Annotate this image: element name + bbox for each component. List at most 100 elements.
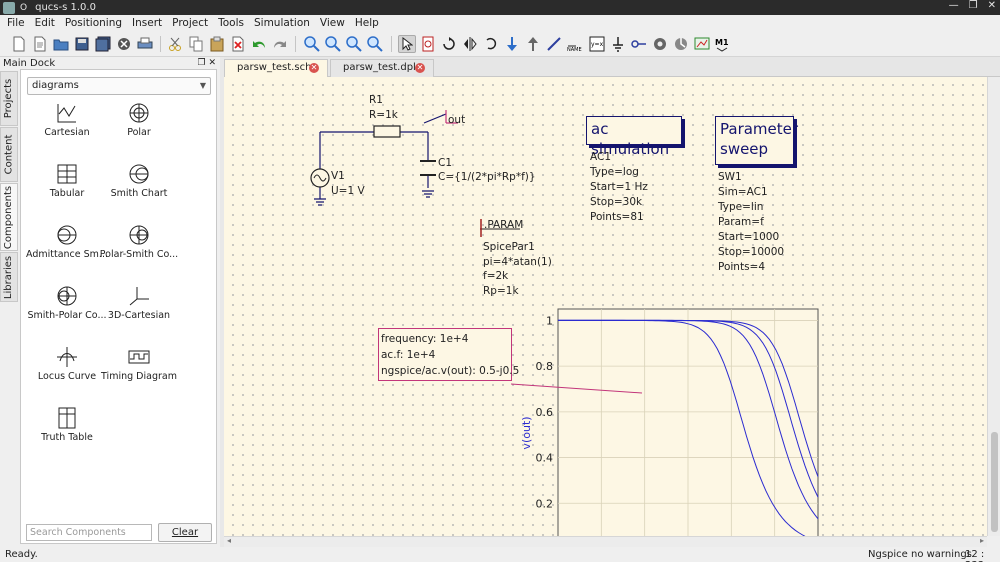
port-icon[interactable] bbox=[630, 35, 648, 53]
vertical-scrollbar[interactable] bbox=[987, 77, 1000, 536]
scroll-left-icon[interactable]: ◂ bbox=[227, 536, 232, 545]
exit-subcircuit-icon[interactable] bbox=[524, 35, 542, 53]
menu-help[interactable]: Help bbox=[354, 17, 379, 29]
pin-icon[interactable]: O bbox=[20, 2, 28, 13]
menu-file[interactable]: File bbox=[7, 17, 25, 29]
menu-view[interactable]: View bbox=[319, 17, 345, 29]
menu-project[interactable]: Project bbox=[172, 17, 209, 29]
component-cartesian[interactable]: Cartesian bbox=[21, 102, 113, 158]
capacitor-symbol bbox=[420, 160, 436, 176]
open-icon[interactable] bbox=[52, 35, 70, 53]
menu-tools[interactable]: Tools bbox=[218, 17, 244, 29]
simulator-status: Ngspice no warnings bbox=[868, 549, 972, 560]
param-header[interactable]: .PARAM bbox=[484, 219, 524, 231]
menu-simulation[interactable]: Simulation bbox=[253, 17, 310, 29]
schematic-canvas[interactable]: R1 R=1k out V1 U=1 V C1 C={1/(2*pi*Rp*f)… bbox=[224, 77, 987, 536]
parameter-sweep-block[interactable]: Parameter sweep bbox=[715, 116, 798, 165]
tab-components[interactable]: Components bbox=[0, 183, 18, 251]
menu-edit[interactable]: Edit bbox=[34, 17, 55, 29]
svg-text:M1: M1 bbox=[715, 38, 729, 47]
wire-icon[interactable] bbox=[545, 35, 563, 53]
marker-box[interactable]: frequency: 1e+4 ac.f: 1e+4 ngspice/ac.v(… bbox=[378, 328, 519, 381]
zoom-fit-icon[interactable] bbox=[345, 35, 363, 53]
menu-positioning[interactable]: Positioning bbox=[64, 17, 123, 29]
menu-insert[interactable]: Insert bbox=[132, 17, 163, 29]
cut-icon[interactable] bbox=[166, 35, 184, 53]
select-icon[interactable] bbox=[398, 35, 416, 53]
dock-float-close-icons[interactable]: ❐ ✕ bbox=[197, 58, 216, 68]
scroll-right-icon[interactable]: ▸ bbox=[979, 536, 984, 545]
title-bar: O qucs-s 1.0.0 — ❐ ✕ bbox=[0, 0, 1000, 15]
scroll-thumb[interactable] bbox=[991, 432, 998, 532]
new-text-icon[interactable] bbox=[31, 35, 49, 53]
ac-sim-line: AC1 bbox=[590, 151, 612, 163]
component-admittance-smith[interactable]: Admittance Sm... bbox=[21, 224, 113, 280]
net-label-out[interactable]: out bbox=[448, 114, 466, 126]
clear-button[interactable]: Clear bbox=[158, 523, 212, 542]
horizontal-scrollbar[interactable]: ◂ ▸ bbox=[224, 536, 987, 547]
ac-sim-line: Points=81 bbox=[590, 211, 644, 223]
close-icon[interactable] bbox=[115, 35, 133, 53]
tab-content[interactable]: Content bbox=[0, 127, 18, 182]
dock-splitter[interactable] bbox=[220, 57, 224, 547]
3d-cartesian-icon bbox=[129, 287, 149, 306]
component-polar-smith[interactable]: Polar-Smith Co... bbox=[93, 224, 185, 280]
delete-icon[interactable] bbox=[229, 35, 247, 53]
ac-simulation-block[interactable]: ac simulation bbox=[586, 116, 682, 158]
equation-icon[interactable]: y=x bbox=[588, 35, 606, 53]
y-tick-label: 0.6 bbox=[536, 406, 554, 419]
paste-icon[interactable] bbox=[208, 35, 226, 53]
component-locus-curve[interactable]: Locus Curve bbox=[21, 346, 113, 402]
cartesian-diagram[interactable]: 10.80.60.40.2 v(out) bbox=[224, 77, 987, 536]
tab-libraries[interactable]: Libraries bbox=[0, 252, 18, 302]
svg-text:y=x: y=x bbox=[591, 41, 604, 48]
enter-subcircuit-icon[interactable] bbox=[503, 35, 521, 53]
ground-icon[interactable] bbox=[609, 35, 627, 53]
save-icon[interactable] bbox=[73, 35, 91, 53]
simulate-icon[interactable] bbox=[651, 35, 669, 53]
component-polar[interactable]: Polar bbox=[93, 102, 185, 158]
tune-icon[interactable] bbox=[672, 35, 690, 53]
tab-schematic[interactable]: parsw_test.sch✕ bbox=[224, 59, 328, 78]
locus-curve-icon bbox=[57, 347, 77, 367]
minimize-icon[interactable]: — bbox=[948, 0, 959, 11]
mirror-x-icon[interactable] bbox=[461, 35, 479, 53]
component-tabular[interactable]: Tabular bbox=[21, 163, 113, 219]
sweep-line: Type=lin bbox=[718, 201, 764, 213]
component-smith-polar[interactable]: Smith-Polar Co... bbox=[21, 285, 113, 341]
wire-label-icon[interactable]: NAME bbox=[566, 35, 584, 53]
display-icon[interactable] bbox=[693, 35, 711, 53]
components-panel: diagrams▼ Cartesian Polar Tabular Smith … bbox=[20, 69, 217, 544]
tab-data-display[interactable]: parsw_test.dpl✕ bbox=[330, 59, 434, 77]
sweep-line: Sim=AC1 bbox=[718, 186, 768, 198]
dock-tabs: Projects Content Components Libraries bbox=[0, 69, 18, 539]
component-truth-table[interactable]: Truth Table bbox=[21, 407, 113, 463]
undo-icon[interactable] bbox=[250, 35, 268, 53]
c1-name: C1 bbox=[438, 157, 453, 169]
component-timing-diagram[interactable]: Timing Diagram bbox=[93, 346, 185, 402]
copy-icon[interactable] bbox=[187, 35, 205, 53]
zoom-out-icon[interactable] bbox=[324, 35, 342, 53]
tab-projects[interactable]: Projects bbox=[0, 71, 18, 126]
save-all-icon[interactable] bbox=[94, 35, 112, 53]
category-select[interactable]: diagrams▼ bbox=[27, 77, 211, 95]
zoom-selection-icon[interactable] bbox=[366, 35, 384, 53]
mirror-y-icon[interactable] bbox=[482, 35, 500, 53]
close-tab-icon[interactable]: ✕ bbox=[415, 63, 425, 73]
insert-port-icon[interactable] bbox=[419, 35, 437, 53]
print-icon[interactable] bbox=[136, 35, 154, 53]
search-components-input[interactable]: Search Components bbox=[26, 524, 152, 541]
component-smith-chart[interactable]: Smith Chart bbox=[93, 163, 185, 219]
component-3d-cartesian[interactable]: 3D-Cartesian bbox=[93, 285, 185, 341]
new-icon[interactable] bbox=[10, 35, 28, 53]
marker-icon[interactable]: M1 bbox=[714, 35, 732, 53]
window-title: qucs-s 1.0.0 bbox=[35, 2, 96, 13]
y-tick-label: 0.8 bbox=[536, 360, 554, 373]
zoom-in-icon[interactable] bbox=[303, 35, 321, 53]
cursor-position: 12 : 233 bbox=[965, 549, 985, 562]
redo-icon[interactable] bbox=[271, 35, 289, 53]
close-tab-icon[interactable]: ✕ bbox=[309, 63, 319, 73]
maximize-icon[interactable]: ❐ bbox=[968, 0, 978, 11]
close-window-icon[interactable]: ✕ bbox=[987, 0, 996, 11]
rotate-icon[interactable] bbox=[440, 35, 458, 53]
